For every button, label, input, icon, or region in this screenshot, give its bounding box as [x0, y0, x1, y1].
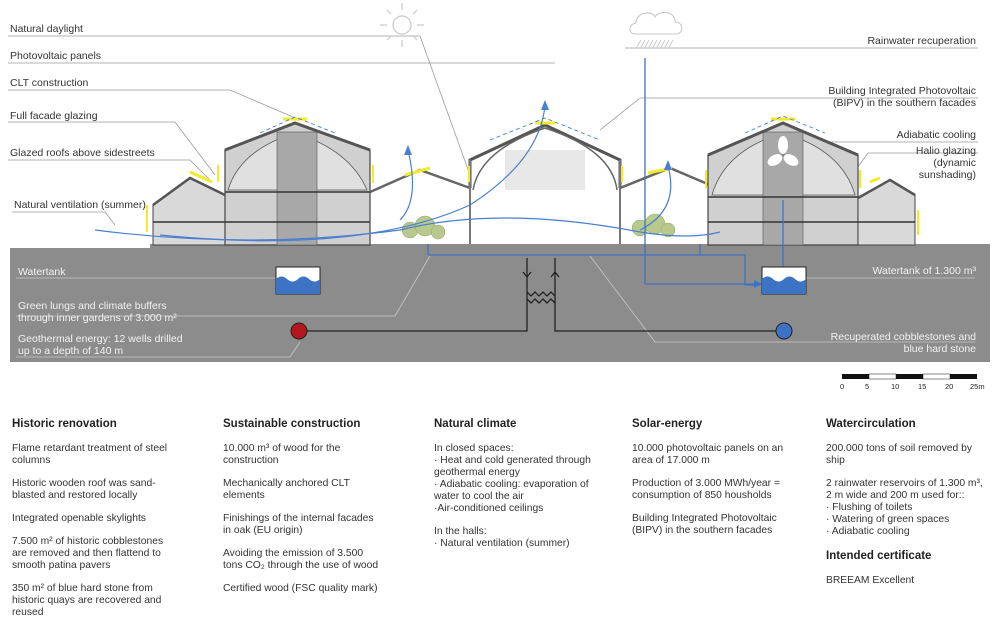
column-item: In closed spaces: · Heat and cold genera…	[434, 443, 591, 514]
column-title: Sustainable construction	[223, 418, 361, 430]
label-green-lungs-1: Green lungs and climate buffers	[18, 300, 167, 312]
label-full-facade-glazing: Full facade glazing	[10, 110, 98, 122]
column-item: Integrated openable skylights	[12, 513, 146, 524]
column-item: 200.000 tons of soil removed by ship	[826, 443, 972, 466]
building-section-diagram: Natural daylight Photovoltaic panels CLT…	[8, 3, 990, 391]
column-item: Historic wooden roof was sand- blasted a…	[12, 478, 156, 501]
label-halio-1: Halio glazing	[915, 145, 976, 157]
column-item: Production of 3.000 MWh/year = consumpti…	[632, 478, 780, 501]
column-title: Watercirculation	[826, 418, 916, 430]
fan-icon	[767, 136, 799, 166]
label-natural-daylight: Natural daylight	[10, 23, 83, 35]
label-geothermal-2: up to a depth of 140 m	[18, 345, 124, 357]
label-green-lungs-2: through inner gardens of 3.000 m²	[18, 312, 177, 324]
column-item: Certified wood (FSC quality mark)	[223, 583, 378, 594]
column-item: Flame retardant treatment of steel colum…	[12, 443, 168, 466]
column-item: Avoiding the emission of 3.500 tons CO₂ …	[223, 548, 379, 571]
left-hall-building	[146, 116, 471, 246]
label-clt-construction: CLT construction	[10, 77, 89, 89]
scale-tick: 25m	[970, 382, 985, 391]
label-bipv-1: Building Integrated Photovoltaic	[828, 85, 976, 97]
right-hall-building	[705, 115, 919, 246]
column-sustainable-construction: Sustainable construction 10.000 m³ of wo…	[223, 418, 423, 606]
column-item: Finishings of the internal facades in oa…	[223, 513, 374, 536]
column-item: In the halls: · Natural ventilation (sum…	[434, 526, 570, 549]
subsection-title: Intended certificate	[826, 550, 932, 562]
label-bipv-2: (BIPV) in the southern facades	[833, 97, 976, 109]
column-watercirculation: Watercirculation 200.000 tons of soil re…	[826, 418, 1000, 598]
column-title: Historic renovation	[12, 418, 117, 430]
trees	[401, 213, 676, 240]
section-drawing	[8, 3, 990, 380]
column-item: 350 m² of blue hard stone from historic …	[12, 583, 162, 618]
label-watertank: Watertank	[18, 266, 66, 278]
cold-well-icon	[775, 322, 793, 340]
column-title: Natural climate	[434, 418, 517, 430]
column-item: Mechanically anchored CLT elements	[223, 478, 350, 501]
column-solar-energy: Solar-energy 10.000 photovoltaic panels …	[632, 418, 822, 548]
label-cobblestones-1: Recuperated cobblestones and	[830, 331, 976, 343]
column-historic-renovation: Historic renovation Flame retardant trea…	[12, 418, 212, 630]
scale-tick: 0	[840, 382, 845, 391]
label-halio-3: sunshading)	[918, 169, 976, 181]
sun-icon	[380, 3, 424, 47]
label-rainwater-recuperation: Rainwater recuperation	[867, 35, 976, 47]
geothermal-loop	[307, 258, 783, 332]
center-hall	[468, 117, 711, 244]
label-natural-ventilation: Natural ventilation (summer)	[14, 199, 146, 211]
column-natural-climate: Natural climate In closed spaces: · Heat…	[434, 418, 624, 561]
airflow-lines	[94, 104, 721, 242]
scale-tick: 10	[891, 382, 900, 391]
column-item: 10.000 m³ of wood for the construction	[223, 443, 341, 466]
hot-well-icon	[290, 322, 308, 340]
column-title: Solar-energy	[632, 418, 703, 430]
label-adiabatic-cooling: Adiabatic cooling	[896, 129, 976, 141]
column-item: 7.500 m² of historic cobblestones are re…	[12, 536, 164, 571]
column-item: 2 rainwater reservoirs of 1.300 m³, 2 m …	[826, 478, 983, 537]
column-item: BREEAM Excellent	[826, 575, 915, 586]
label-glazed-roofs: Glazed roofs above sidestreets	[10, 147, 155, 159]
watertank-right-icon	[761, 266, 807, 295]
label-photovoltaic-panels: Photovoltaic panels	[10, 50, 102, 62]
label-cobblestones-2: blue hard stone	[903, 343, 976, 355]
label-halio-2: (dynamic	[933, 157, 976, 169]
rain-cloud-icon	[629, 11, 683, 48]
watertank-left-icon	[275, 266, 321, 295]
scale-tick: 15	[918, 382, 927, 391]
column-item: 10.000 photovoltaic panels on an area of…	[632, 443, 784, 466]
label-watertank-1300: Watertank of 1.300 m³	[872, 265, 977, 277]
scale-bar	[842, 373, 977, 380]
column-item: Building Integrated Photovoltaic (BIPV) …	[632, 513, 777, 536]
water-pipes	[427, 58, 784, 286]
scale-tick: 5	[865, 382, 870, 391]
scale-tick: 20	[945, 382, 954, 391]
label-geothermal-1: Geothermal energy: 12 wells drilled	[18, 333, 183, 345]
